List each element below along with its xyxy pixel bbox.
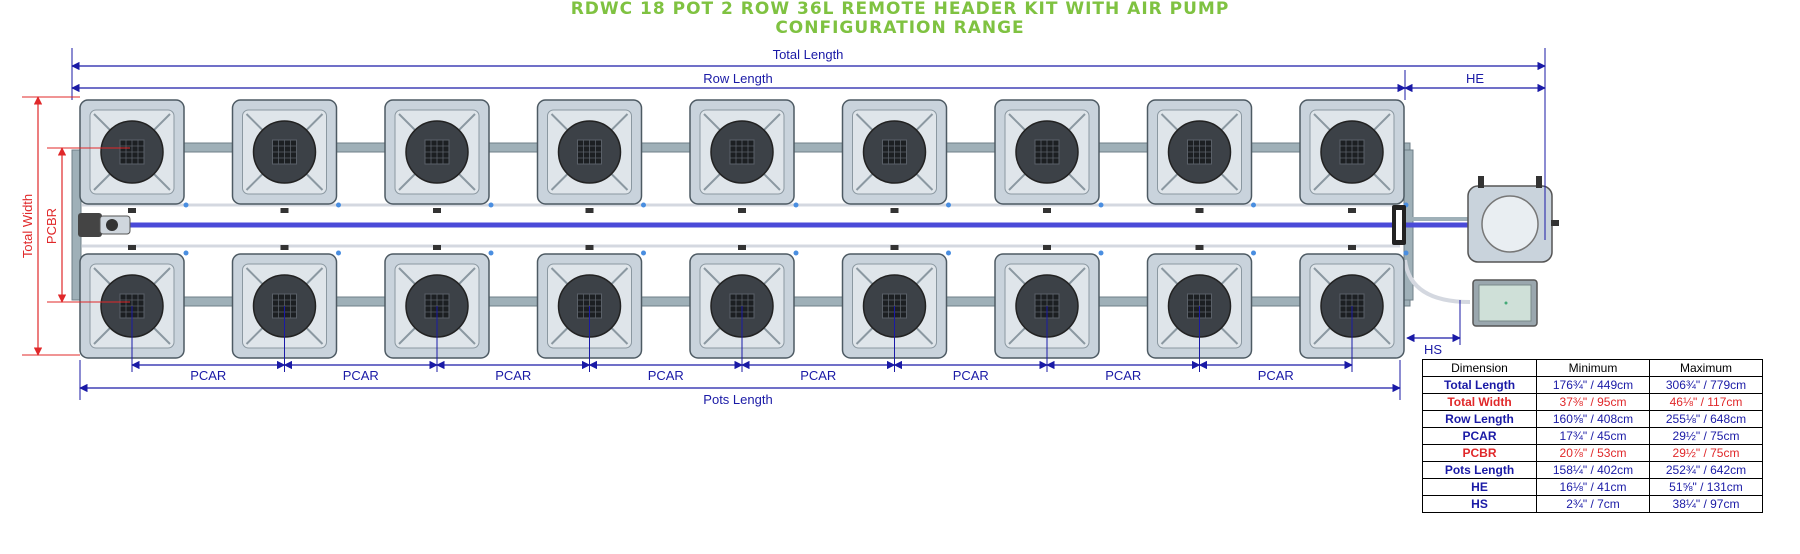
- pot: [689, 99, 799, 213]
- dimension-minimum: 37⅜" / 95cm: [1536, 393, 1650, 411]
- header-dimension: Dimension: [1422, 359, 1537, 377]
- pot: [384, 99, 494, 213]
- pot: [841, 245, 951, 359]
- dimension-name: PCAR: [1422, 427, 1537, 445]
- pot: [79, 99, 189, 213]
- pot: [994, 245, 1104, 359]
- dimension-maximum: 252¾" / 642cm: [1649, 461, 1763, 479]
- pcbr-label: PCBR: [44, 208, 59, 244]
- dimension-minimum: 176¾" / 449cm: [1536, 376, 1650, 394]
- pcar-label: PCAR: [190, 368, 226, 383]
- dimension-name: PCBR: [1422, 444, 1537, 462]
- pcar-label: PCAR: [800, 368, 836, 383]
- pcar-label: PCAR: [1258, 368, 1294, 383]
- pot: [384, 245, 494, 359]
- dimension-maximum: 51⅝" / 131cm: [1649, 478, 1763, 496]
- diagram-title: RDWC 18 POT 2 ROW 36L REMOTE HEADER KIT …: [0, 0, 1800, 38]
- remote-header-tank: [1467, 176, 1559, 263]
- pot: [1299, 99, 1409, 213]
- pot: [1146, 99, 1256, 213]
- pot: [536, 245, 646, 359]
- dimension-maximum: 29½" / 75cm: [1649, 427, 1763, 445]
- dimension-minimum: 158¼" / 402cm: [1536, 461, 1650, 479]
- table-header-row: Dimension Minimum Maximum: [1422, 359, 1763, 377]
- dimension-name: Pots Length: [1422, 461, 1537, 479]
- pot: [994, 99, 1104, 213]
- pcar-labels: PCAR PCAR PCAR PCAR PCAR PCAR PCAR PCAR: [190, 368, 1294, 383]
- dimension-minimum: 20⅞" / 53cm: [1536, 444, 1650, 462]
- dimension-name: Total Width: [1422, 393, 1537, 411]
- pots-length-label: Pots Length: [703, 392, 772, 407]
- pot: [1146, 245, 1256, 359]
- he-label: HE: [1466, 71, 1484, 86]
- total-width-label: Total Width: [20, 194, 35, 258]
- pot: [231, 99, 341, 213]
- dimension-maximum: 306¾" / 779cm: [1649, 376, 1763, 394]
- pcar-label: PCAR: [648, 368, 684, 383]
- dimension-name: HE: [1422, 478, 1537, 496]
- dimension-maximum: 46⅛" / 117cm: [1649, 393, 1763, 411]
- title-line-2: CONFIGURATION RANGE: [775, 18, 1025, 38]
- pcar-label: PCAR: [343, 368, 379, 383]
- air-connector: [78, 213, 131, 237]
- dimension-minimum: 16⅛" / 41cm: [1536, 478, 1650, 496]
- pcar-label: PCAR: [953, 368, 989, 383]
- row-length-label: Row Length: [703, 71, 772, 86]
- dimension-maximum: 29½" / 75cm: [1649, 444, 1763, 462]
- pcar-label: PCAR: [495, 368, 531, 383]
- title-line-1: RDWC 18 POT 2 ROW 36L REMOTE HEADER KIT …: [570, 0, 1230, 19]
- air-pump: [1472, 279, 1538, 327]
- pots: [79, 99, 1409, 359]
- hs-label: HS: [1424, 342, 1442, 357]
- total-length-label: Total Length: [773, 47, 844, 62]
- pcar-label: PCAR: [1105, 368, 1141, 383]
- dimension-lines: [22, 48, 1546, 400]
- dimension-name: Total Length: [1422, 376, 1537, 394]
- pot: [231, 245, 341, 359]
- dimension-minimum: 17¾" / 45cm: [1536, 427, 1650, 445]
- dimension-name: HS: [1422, 495, 1537, 513]
- pot: [536, 99, 646, 213]
- header-fitting: [1392, 205, 1406, 245]
- dimension-minimum: 160⅝" / 408cm: [1536, 410, 1650, 428]
- dimension-maximum: 38¼" / 97cm: [1649, 495, 1763, 513]
- dimension-maximum: 255⅛" / 648cm: [1649, 410, 1763, 428]
- dimension-minimum: 2¾" / 7cm: [1536, 495, 1650, 513]
- dimension-name: Row Length: [1422, 410, 1537, 428]
- pump-hose: [1403, 259, 1471, 304]
- header-maximum: Maximum: [1649, 359, 1763, 377]
- pot: [689, 245, 799, 359]
- pot: [1299, 245, 1409, 359]
- pot: [841, 99, 951, 213]
- pcar-dimensions: [131, 306, 1353, 372]
- header-minimum: Minimum: [1536, 359, 1650, 377]
